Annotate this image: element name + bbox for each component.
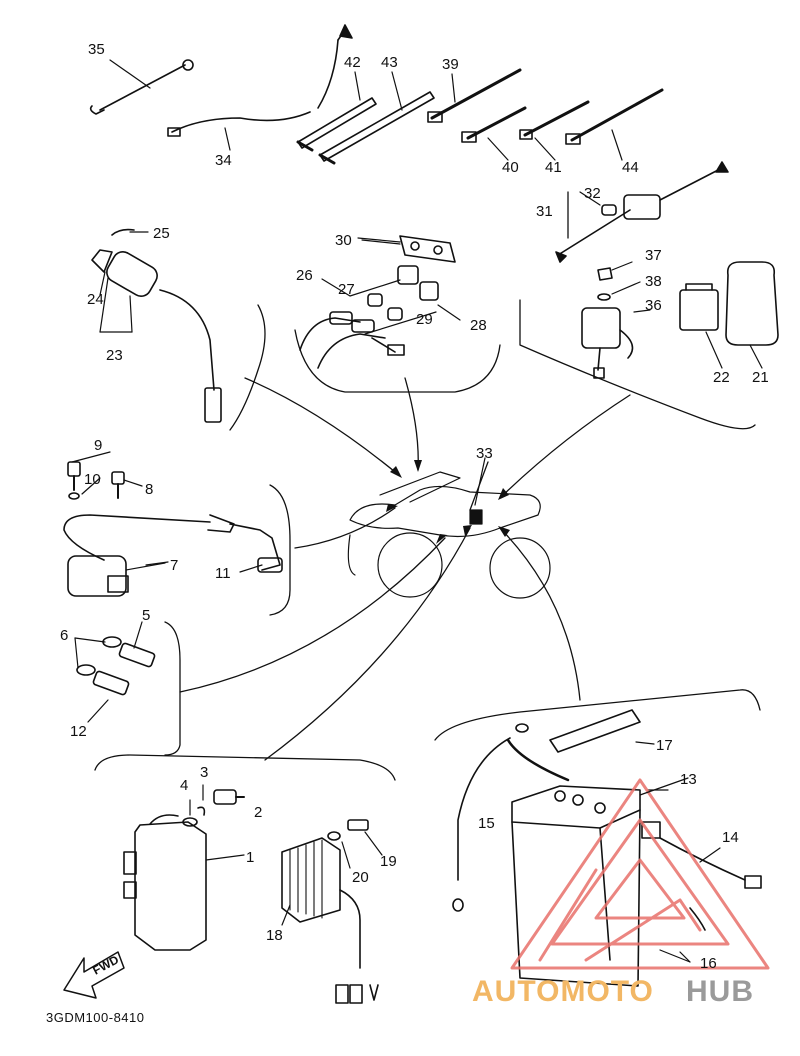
callout-8: 8: [145, 481, 154, 498]
callout-10: 10: [84, 471, 101, 488]
part-30-bracket: [361, 235, 456, 263]
watermark-triangle: [510, 778, 770, 970]
callout-15: 15: [478, 815, 495, 832]
callout-26: 26: [296, 267, 313, 284]
part-34-lead: [167, 24, 353, 137]
watermark-prefix: AUTOMOTO: [472, 975, 654, 1008]
callout-6: 6: [60, 627, 69, 644]
callout-41: 41: [545, 159, 562, 176]
watermark-suffix: HUB: [686, 975, 754, 1008]
callout-40: 40: [502, 159, 519, 176]
fwd-arrow: [63, 951, 125, 999]
callout-38: 38: [645, 273, 662, 290]
callout-5: 5: [142, 607, 151, 624]
callout-44: 44: [622, 159, 639, 176]
callout-24: 24: [87, 291, 104, 308]
parts-42-43-straps: [296, 91, 435, 165]
callout-42: 42: [344, 54, 361, 71]
callout-14: 14: [722, 829, 739, 846]
parts-36-38-relay: [581, 267, 651, 379]
callout-22: 22: [713, 369, 730, 386]
callout-34: 34: [215, 152, 232, 169]
callout-7: 7: [170, 557, 179, 574]
callout-39: 39: [442, 56, 459, 73]
callout-31: 31: [536, 203, 553, 220]
callout-30: 30: [335, 232, 352, 249]
callout-29: 29: [416, 311, 433, 328]
callout-16: 16: [700, 955, 717, 972]
callout-12: 12: [70, 723, 87, 740]
parts-13-17-battery: [452, 709, 762, 987]
callout-11: 11: [215, 565, 231, 582]
parts-1-4-cdi: [123, 784, 245, 951]
callout-36: 36: [645, 297, 662, 314]
callout-27: 27: [338, 281, 355, 298]
callout-17: 17: [656, 737, 673, 754]
callout-19: 19: [380, 853, 397, 870]
callout-20: 20: [352, 869, 369, 886]
callout-23: 23: [106, 347, 123, 364]
callout-35: 35: [88, 41, 105, 58]
callout-28: 28: [470, 317, 487, 334]
cable-ties: [427, 68, 664, 145]
part-31-relay: [555, 161, 729, 263]
callout-18: 18: [266, 927, 283, 944]
parts-5-6-12-sensors: [74, 621, 156, 723]
callout-1: 1: [246, 849, 255, 866]
callout-leaders: [71, 59, 691, 963]
parts-21-22: [679, 261, 779, 369]
callout-21: 21: [752, 369, 769, 386]
part-35-wire: [89, 59, 194, 115]
leader-lines: [179, 377, 631, 761]
section-boundaries: [94, 299, 761, 781]
callout-4: 4: [180, 777, 189, 794]
callout-37: 37: [645, 247, 662, 264]
parts-18-20-rectifier: [281, 819, 383, 1004]
callout-13: 13: [680, 771, 697, 788]
callout-9: 9: [94, 437, 103, 454]
callout-32: 32: [584, 185, 601, 202]
parts-23-25-cap: [91, 228, 222, 423]
parts-26-29-plugs: [299, 265, 461, 369]
callout-43: 43: [381, 54, 398, 71]
callout-2: 2: [254, 804, 263, 821]
callout-33: 33: [476, 445, 493, 462]
callout-25: 25: [153, 225, 170, 242]
callout-3: 3: [200, 764, 209, 781]
motorcycle-silhouette: [347, 471, 551, 599]
diagram-code: 3GDM100-8410: [46, 1010, 145, 1025]
parts-7-11-coil: [63, 461, 283, 597]
